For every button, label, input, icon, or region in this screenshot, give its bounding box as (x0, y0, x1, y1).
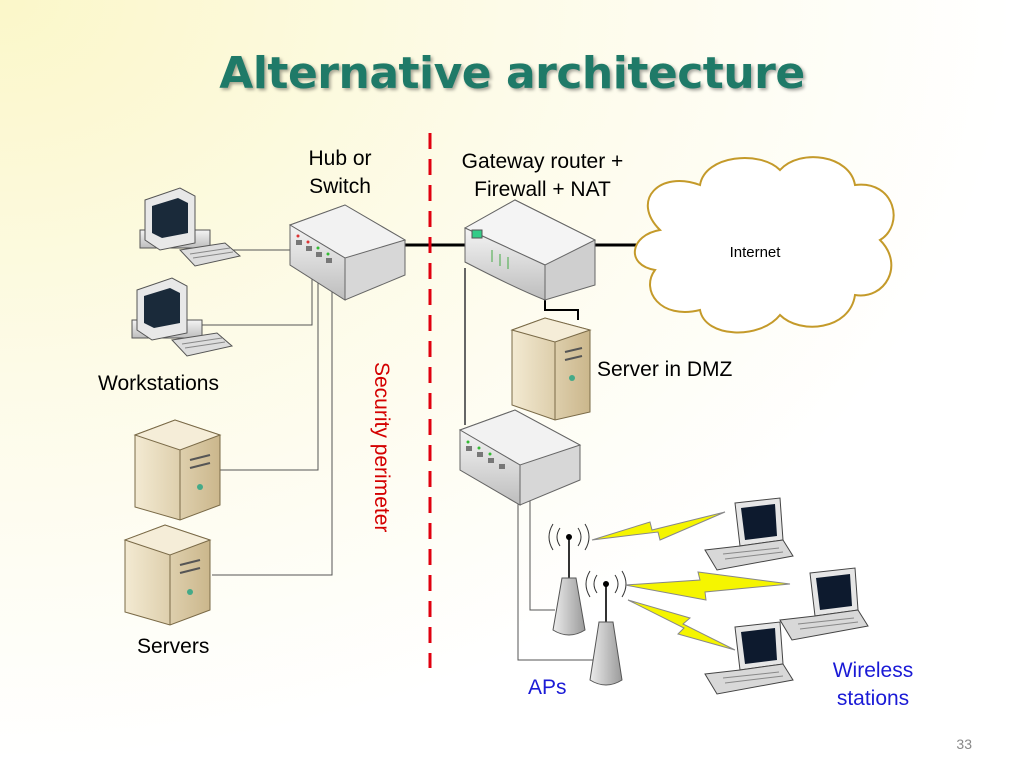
lower-switch-device (458, 409, 582, 506)
wireless-stations-label: Wireless stations (818, 657, 928, 713)
wireless-laptop (704, 621, 794, 695)
hub-label-line1: Hub or (308, 147, 372, 170)
hub-switch-label: Hub or Switch (290, 145, 390, 201)
hub-label-line2: Switch (309, 175, 371, 198)
workstation-computer (139, 187, 242, 267)
dmz-server-device (510, 317, 592, 421)
gateway-label: Gateway router + Firewall + NAT (430, 148, 655, 204)
slide-title: Alternative architecture (219, 48, 805, 99)
workstations-label: Workstations (98, 372, 219, 395)
servers-label: Servers (137, 635, 210, 658)
wireless-signals (591, 511, 791, 651)
connection-lines (200, 240, 640, 661)
access-point (585, 570, 627, 686)
server-tower (123, 524, 212, 626)
wireless-laptop (779, 567, 869, 641)
internet-label: Internet (729, 244, 781, 261)
slide-number: 33 (956, 736, 972, 752)
aps-label: APs (528, 676, 567, 699)
server-tower (133, 419, 222, 521)
server-dmz-label: Server in DMZ (597, 358, 733, 381)
wireless-label-line2: stations (836, 687, 910, 710)
wireless-laptop (704, 497, 794, 571)
hub-switch-device (288, 204, 407, 301)
workstation-computer (131, 277, 234, 357)
gateway-label-line1: Gateway router + (461, 150, 624, 173)
gateway-router-device (463, 199, 597, 301)
internet-cloud (634, 156, 895, 334)
access-point (548, 523, 590, 636)
wireless-label-line1: Wireless (832, 659, 914, 682)
gateway-label-line2: Firewall + NAT (474, 178, 611, 201)
security-perimeter-label: Security perimeter (370, 362, 393, 533)
